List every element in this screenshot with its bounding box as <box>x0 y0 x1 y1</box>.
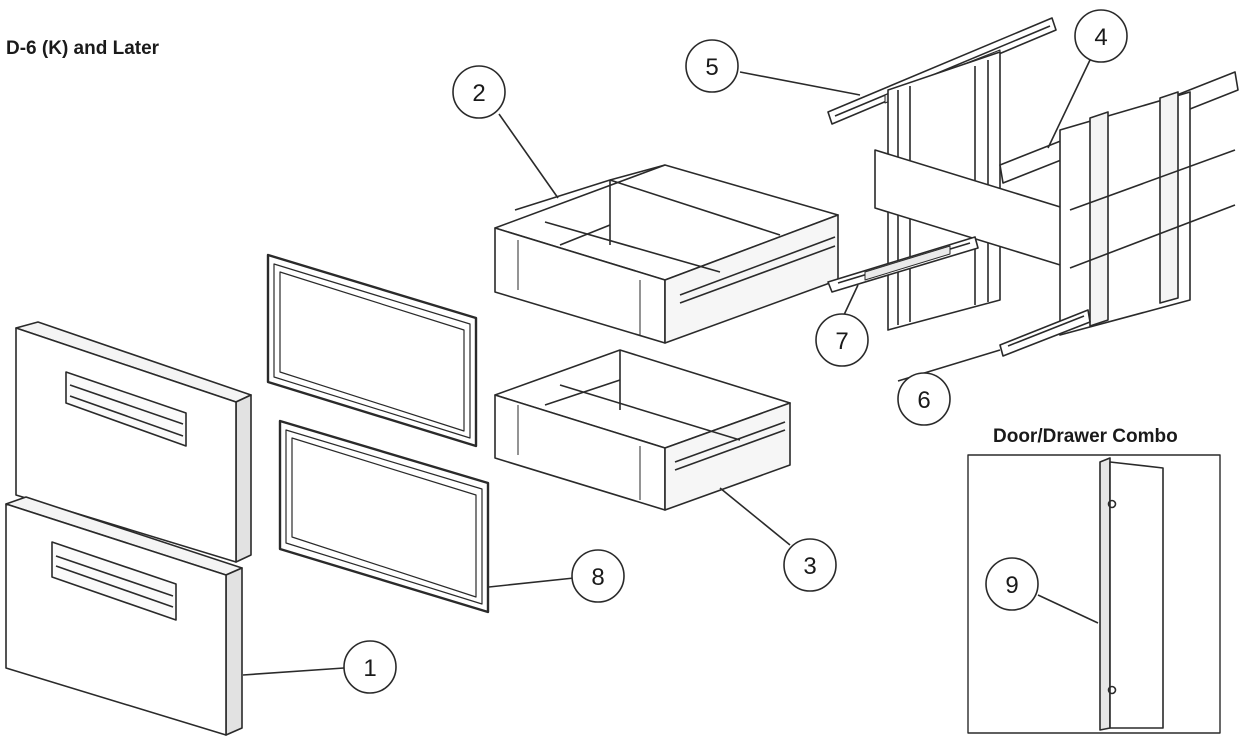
callout-7: 7 <box>815 313 869 367</box>
lower-gasket <box>278 419 490 614</box>
upper-gasket <box>266 253 478 448</box>
callout-2-label: 2 <box>472 80 485 107</box>
callout-1: 1 <box>343 640 397 694</box>
callout-1-label: 1 <box>363 655 376 682</box>
hinge-hole-bottom <box>1107 685 1117 695</box>
inset-title: Door/Drawer Combo <box>993 426 1178 447</box>
lower-drawer-handle <box>51 541 177 621</box>
callout-5: 5 <box>685 39 739 93</box>
callout-6: 6 <box>897 372 951 426</box>
callout-3: 3 <box>783 538 837 592</box>
leader-lines <box>242 59 1099 676</box>
diagram-title: D-6 (K) and Later <box>6 38 160 59</box>
lower-drawer-tub <box>494 349 791 511</box>
callout-9: 9 <box>985 557 1039 611</box>
callout-8: 8 <box>571 549 625 603</box>
hinge-hole-top <box>1107 499 1117 509</box>
callout-4: 4 <box>1074 9 1128 63</box>
drawer-frame-assembly <box>874 71 1239 336</box>
bottom-slide-rail <box>999 309 1091 357</box>
callout-3-label: 3 <box>803 553 816 580</box>
callout-7-label: 7 <box>835 328 848 355</box>
upper-drawer-tub <box>494 164 839 344</box>
lower-drawer-front <box>5 496 243 736</box>
upper-drawer-front <box>15 321 252 563</box>
upper-drawer-handle <box>65 371 187 447</box>
callout-9-label: 9 <box>1005 572 1018 599</box>
callout-6-label: 6 <box>917 387 930 414</box>
callout-5-label: 5 <box>705 54 718 81</box>
lower-slide-rail <box>827 236 979 293</box>
callout-4-label: 4 <box>1094 24 1107 51</box>
callout-8-label: 8 <box>591 564 604 591</box>
callout-2: 2 <box>452 65 506 119</box>
